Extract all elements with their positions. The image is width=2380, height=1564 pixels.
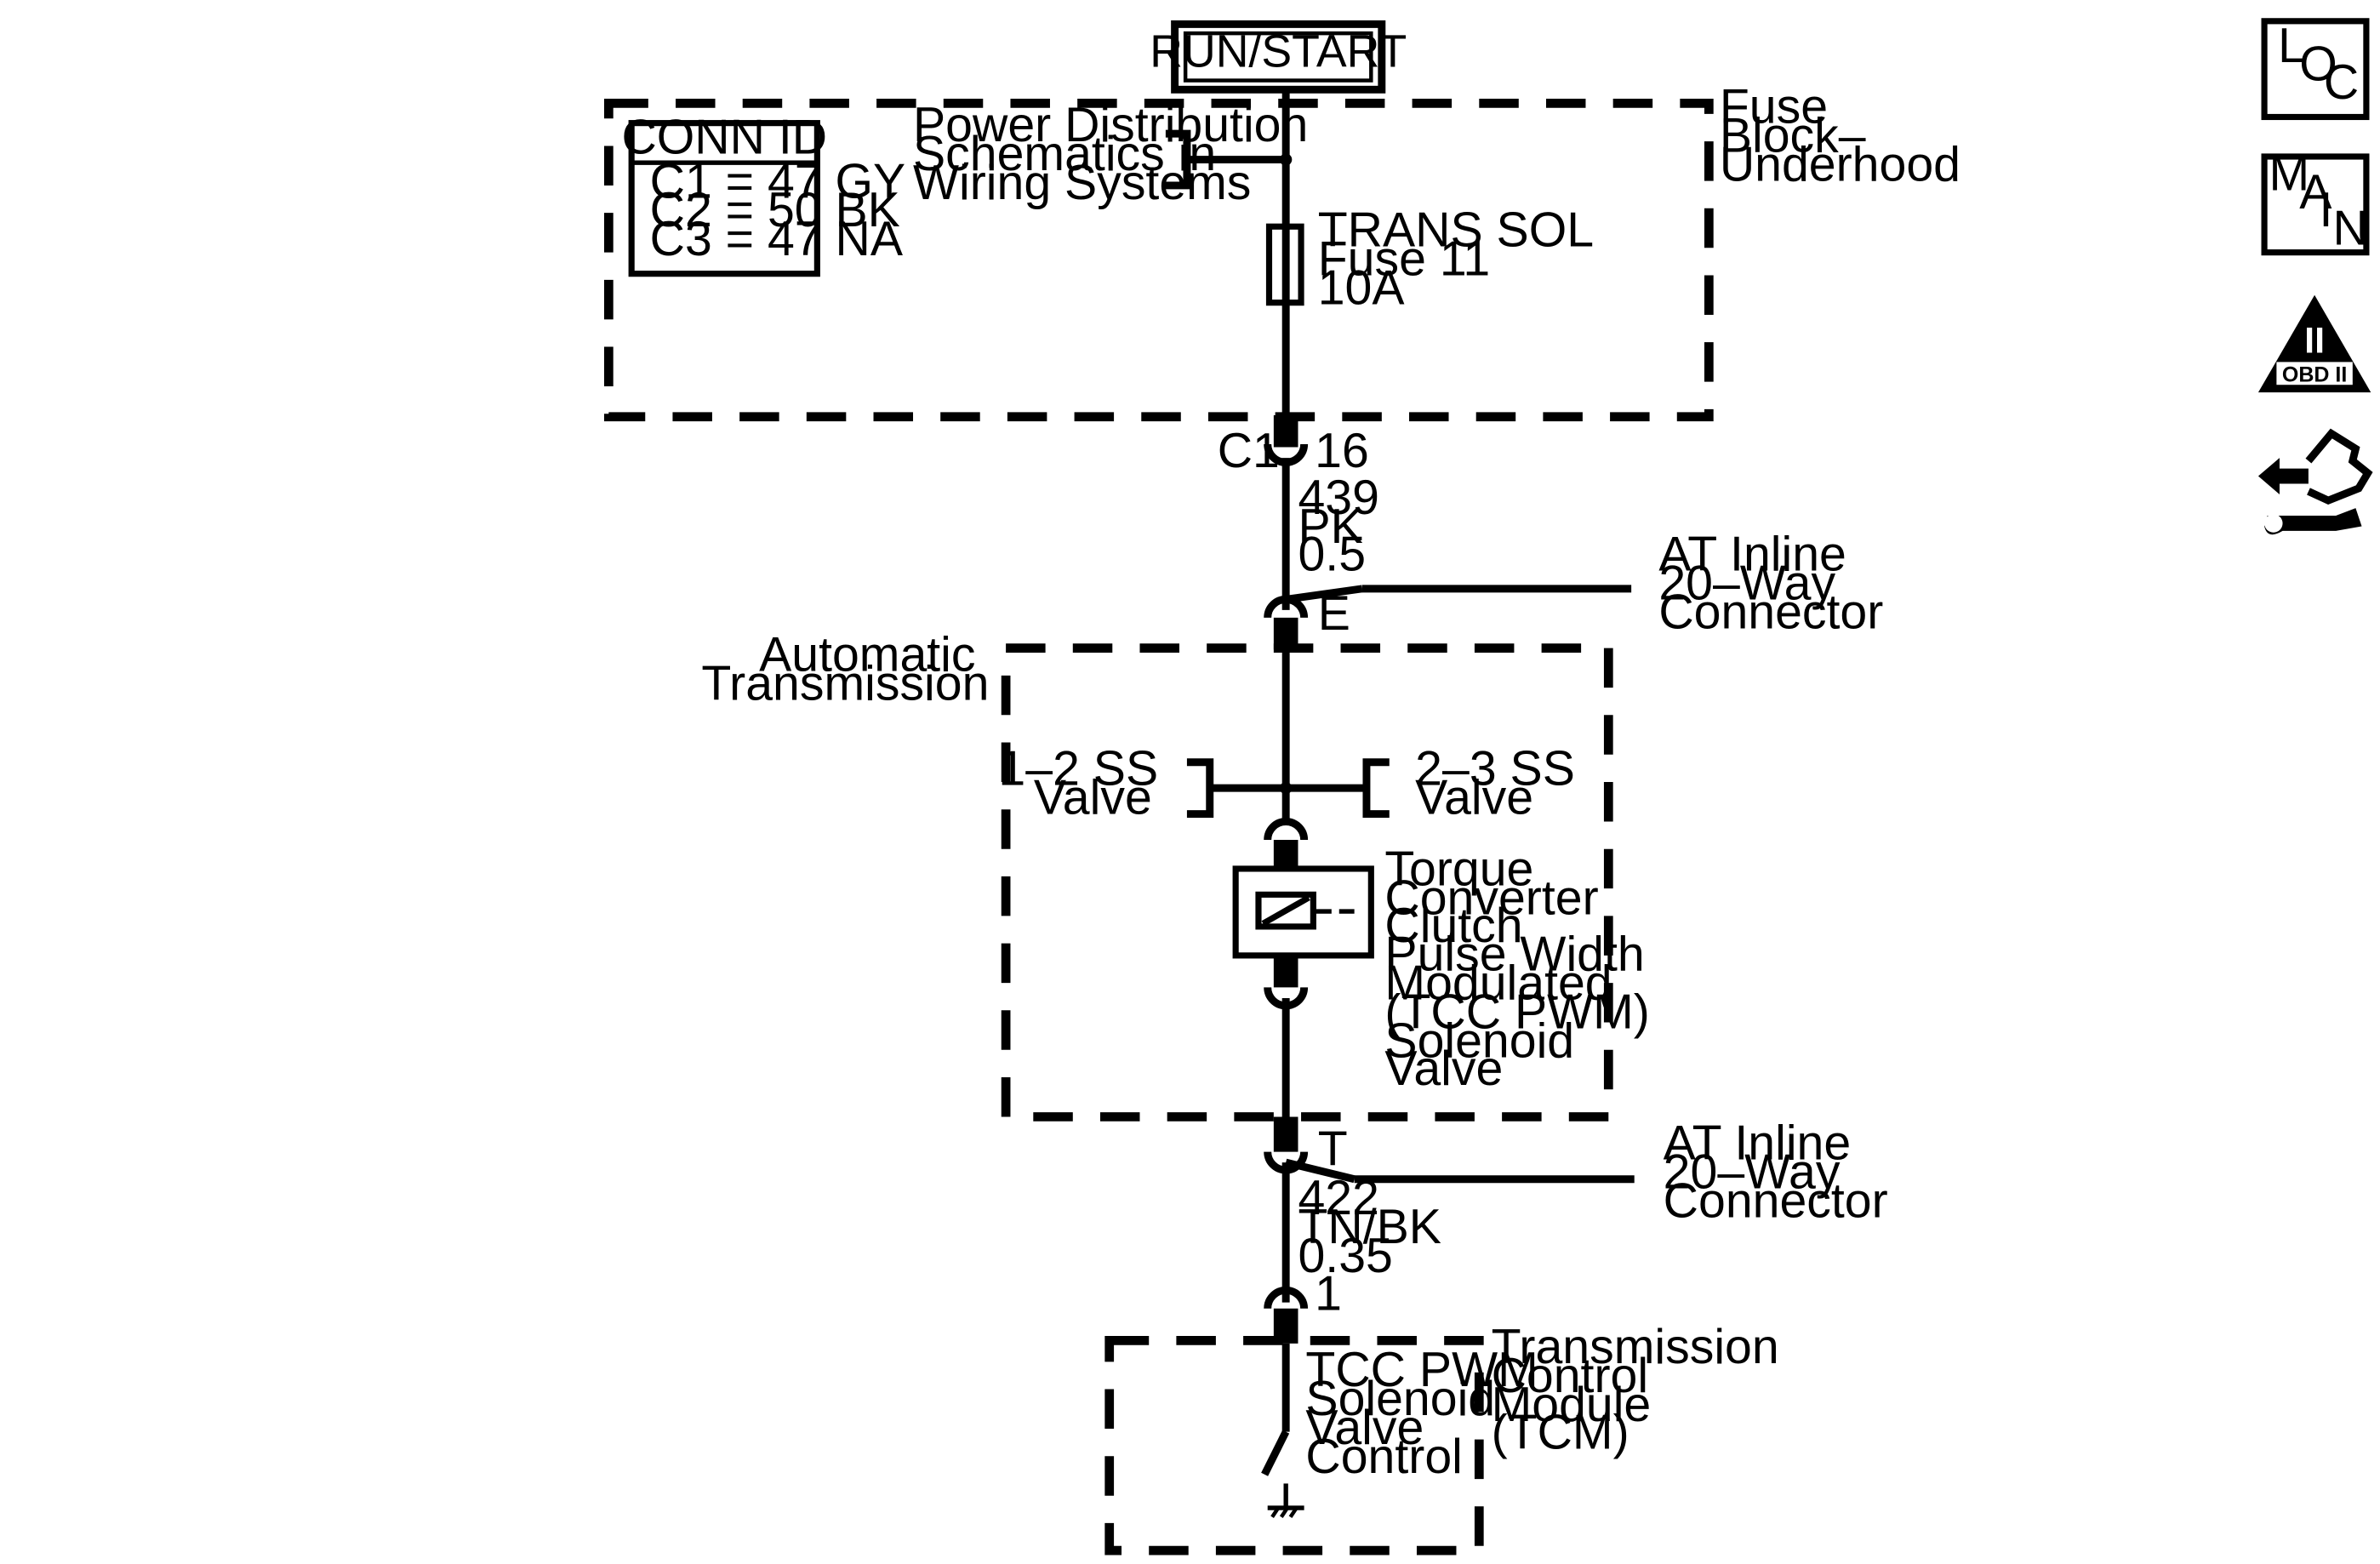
inline-e-pin: E: [1318, 586, 1350, 641]
fuse-label: TRANS SOL Fuse 11 10A: [1318, 203, 1607, 315]
conn-id-box: CONN ID C1 = 47 GY C2 = 50 BK C3 = 47 NA: [621, 110, 919, 277]
tcm-pin: 1: [1315, 1267, 1342, 1321]
automatic-transmission-label: Automatic Transmission: [701, 627, 989, 711]
tcm-label: Transmission Control Module (TCM): [1492, 1320, 1793, 1459]
valve-1-2-label: 1–2 SS Valve: [998, 742, 1172, 825]
automatic-transmission-outline: [1001, 643, 1613, 1122]
svg-text:C: C: [2324, 55, 2359, 110]
conn-id-title: CONN ID: [621, 110, 827, 164]
loc-button[interactable]: L O C: [2261, 18, 2370, 121]
tcc-pwm-solenoid: [1232, 865, 1374, 959]
tcm-connector: [1264, 1286, 1309, 1310]
conn-id-rows: C1 = 47 GY C2 = 50 BK C3 = 47 NA: [650, 154, 919, 266]
svg-text:M: M: [2269, 146, 2309, 201]
main-button[interactable]: M A I N: [2261, 146, 2370, 256]
svg-text:O: O: [2299, 37, 2337, 92]
fuse-block-label: Fuse Block– Underhood: [1720, 80, 1961, 192]
ground-icon: [1267, 1483, 1304, 1519]
run-start-source: RUN/START: [1150, 20, 1407, 94]
inline-t-pin: T: [1318, 1122, 1348, 1177]
tcm-control-label: TCC PWM Solenoid Valve Control: [1305, 1343, 1551, 1484]
tcc-pwm-solenoid-label: Torque Converter Clutch Pulse Width Modu…: [1384, 842, 1663, 1096]
tcm-switch: [1261, 1430, 1290, 1476]
diagnostic-tools-icon[interactable]: [2257, 428, 2373, 535]
svg-text:I: I: [2319, 183, 2332, 237]
inline-bottom-label: AT Inline 20–Way Connector: [1664, 1116, 1888, 1229]
obd-ii-icon[interactable]: II OBD II: [2257, 294, 2371, 393]
svg-text:A: A: [2299, 165, 2332, 220]
wire-422-label: 422 TN/BK 0.35: [1298, 1171, 1454, 1283]
power-distribution-bracket: [1165, 129, 1191, 190]
c1-label: C1: [1218, 424, 1280, 478]
power-distribution-ref: Power Distribution Schematics in Wiring …: [913, 98, 1321, 210]
c1-pin: 16: [1315, 424, 1369, 478]
run-start-label: RUN/START: [1150, 26, 1407, 77]
svg-text:N: N: [2333, 202, 2368, 256]
valve-2-3-bracket: [1362, 758, 1390, 819]
valve-1-2-bracket: [1186, 758, 1214, 819]
svg-text:L: L: [2278, 19, 2305, 73]
wire-439-label: 439 PK 0.5: [1298, 471, 1392, 581]
tcm-outline: [1104, 1335, 1484, 1555]
svg-text:II: II: [2304, 321, 2325, 362]
inline-top-label: AT Inline 20–Way Connector: [1658, 527, 1883, 639]
svg-text:OBD II: OBD II: [2282, 363, 2347, 387]
fuse-block-outline: [603, 99, 1714, 422]
valve-2-3-label: 2–3 SS Valve: [1415, 742, 1589, 825]
